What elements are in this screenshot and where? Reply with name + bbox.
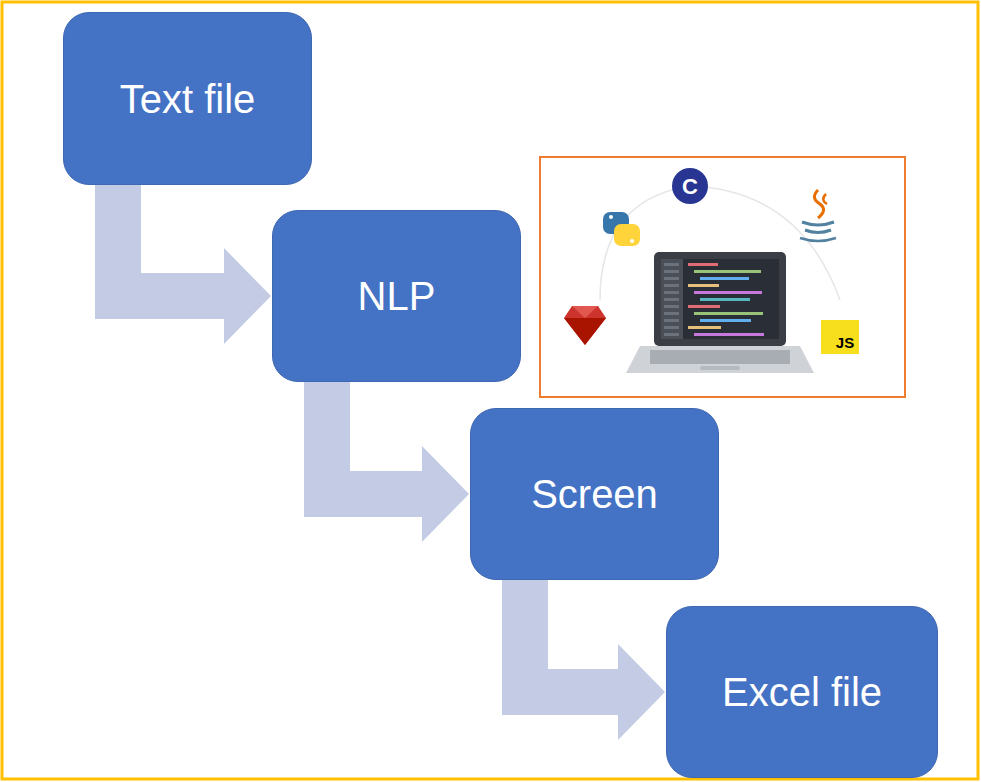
node-label: Excel file [722,669,882,715]
ruby-gem [564,306,606,345]
bent-arrow [502,580,665,740]
python-logo [603,212,640,246]
js-logo-square [821,320,859,354]
js-logo-letters: JS [836,334,854,351]
excel-file-box: Excel file [666,606,938,778]
bent-arrow [95,185,271,344]
node-label: NLP [358,273,436,319]
c-logo-circle [672,168,708,204]
c-logo-letter: C [682,174,698,200]
node-label: Screen [531,471,658,517]
java-logo [800,190,836,241]
text-file-box: Text file [63,12,312,185]
node-label: Text file [120,76,256,122]
languages-illustration [540,157,905,397]
laptop [626,252,814,373]
nlp-box: NLP [272,210,521,382]
illustration-frame [540,157,905,397]
bent-arrow [304,382,469,542]
screen-box: Screen [470,408,719,580]
